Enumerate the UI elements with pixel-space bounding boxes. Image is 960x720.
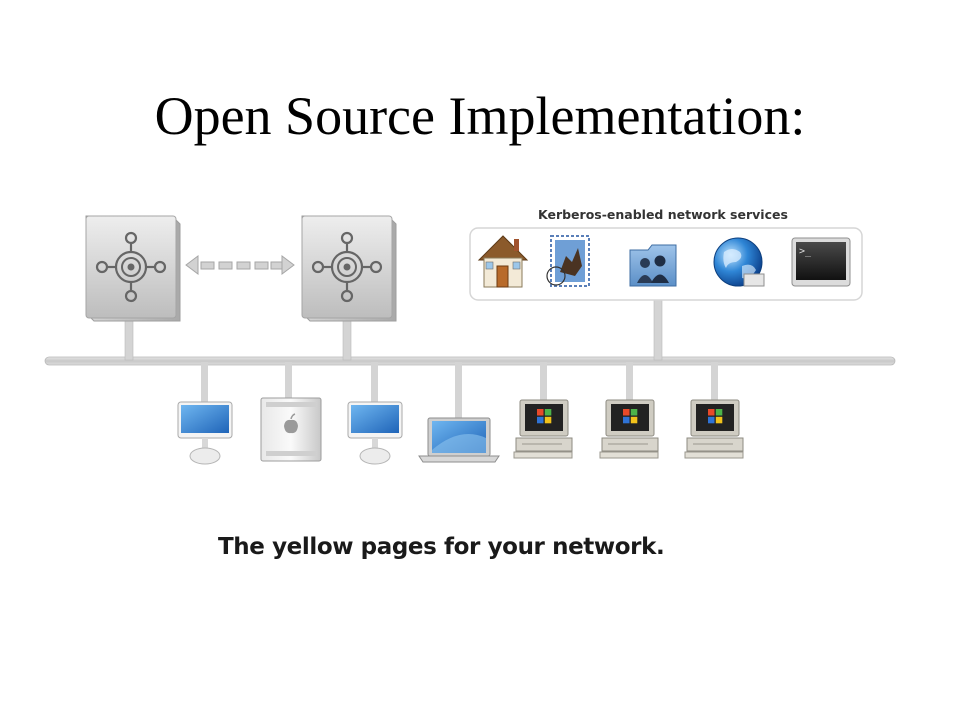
terminal-icon: >_ bbox=[791, 237, 851, 287]
directory-server-primary bbox=[85, 215, 181, 322]
globe-icon bbox=[713, 237, 765, 287]
slide-title: Open Source Implementation: bbox=[154, 86, 806, 146]
imac-icon bbox=[177, 401, 233, 465]
windows-pc-icon bbox=[513, 399, 573, 459]
windows-pc-icon bbox=[684, 399, 744, 459]
network-backbone bbox=[44, 356, 896, 366]
slide-caption: The yellow pages for your network. bbox=[218, 534, 665, 560]
replication-arrow bbox=[185, 255, 295, 275]
power-mac-icon bbox=[260, 397, 322, 462]
laptop-icon bbox=[418, 417, 500, 463]
users-folder-icon bbox=[629, 244, 677, 287]
house-icon bbox=[477, 235, 529, 288]
services-panel: Kerberos-enabled network services bbox=[469, 207, 863, 301]
services-panel-label: Kerberos-enabled network services bbox=[538, 207, 788, 222]
imac-icon bbox=[347, 401, 403, 465]
windows-pc-icon bbox=[599, 399, 659, 459]
directory-server-replica bbox=[301, 215, 397, 322]
mail-stamp-icon bbox=[546, 235, 590, 287]
network-connections bbox=[44, 297, 896, 418]
svg-text:>_: >_ bbox=[799, 246, 812, 257]
